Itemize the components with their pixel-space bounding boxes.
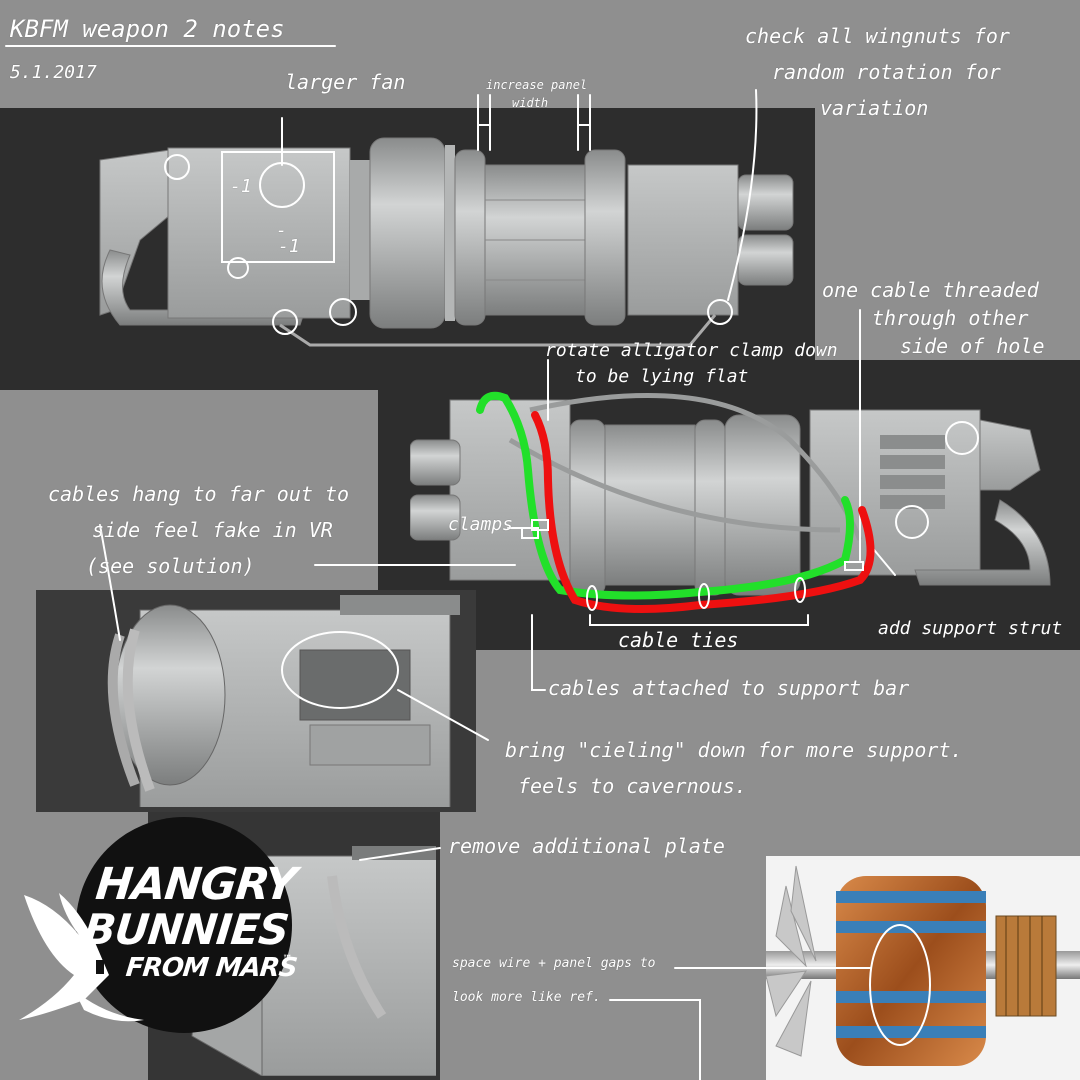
note-fan-mark-1: -1 bbox=[230, 176, 252, 197]
logo-line-1: HANGRY bbox=[93, 859, 299, 910]
note-space-wire-2: look more like ref. bbox=[452, 990, 601, 1005]
middle-left-gap bbox=[0, 360, 378, 390]
gun-render-middle bbox=[410, 392, 1051, 596]
page-date: 5.1.2017 bbox=[10, 62, 97, 83]
note-fan-mark-3: -1 bbox=[278, 236, 300, 257]
note-rotate-clamp-1: rotate alligator clamp down bbox=[545, 340, 838, 361]
note-one-cable-3: side of hole bbox=[900, 334, 1045, 358]
logo-line-2: BUNNIES bbox=[81, 905, 291, 954]
note-rotate-clamp-2: to be lying flat bbox=[575, 366, 749, 387]
note-one-cable-1: one cable threaded bbox=[822, 278, 1039, 302]
note-increase-panel-1: increase panel bbox=[486, 78, 588, 92]
reference-photo bbox=[766, 856, 1080, 1080]
note-one-cable-2: through other bbox=[872, 306, 1029, 330]
note-increase-panel-2: width bbox=[512, 96, 549, 110]
page-title: KBFM weapon 2 notes bbox=[10, 15, 285, 43]
note-cables-hang-3: (see solution) bbox=[86, 554, 255, 578]
note-wingnuts-2: random rotation for bbox=[772, 60, 1001, 84]
hangry-bunnies-logo: HANGRY BUNNIES FROM MARS ™ bbox=[14, 815, 304, 1035]
note-fan-mark-2: - bbox=[276, 220, 287, 241]
logo-trademark: ™ bbox=[281, 954, 292, 965]
note-support-strut: add support strut bbox=[878, 618, 1063, 639]
note-space-wire-1: space wire + panel gaps to bbox=[452, 956, 656, 971]
note-ceiling-1: bring "cieling" down for more support. bbox=[505, 738, 963, 762]
note-support-bar: cables attached to support bar bbox=[548, 676, 910, 700]
note-larger-fan: larger fan bbox=[285, 70, 406, 94]
closeup-render-1 bbox=[107, 595, 460, 807]
note-cables-hang-1: cables hang to far out to bbox=[48, 482, 350, 506]
note-clamps: clamps bbox=[448, 514, 514, 535]
logo-line-3: FROM MARS bbox=[124, 953, 299, 983]
note-cable-ties: cable ties bbox=[618, 628, 739, 652]
note-wingnuts-3: variation bbox=[820, 96, 929, 120]
note-wingnuts-1: check all wingnuts for bbox=[745, 24, 1010, 48]
note-remove-plate: remove additional plate bbox=[448, 834, 725, 858]
note-ceiling-2: feels to cavernous. bbox=[518, 774, 747, 798]
gun-render-top bbox=[99, 137, 794, 347]
note-cables-hang-2: side feel fake in VR bbox=[92, 518, 333, 542]
